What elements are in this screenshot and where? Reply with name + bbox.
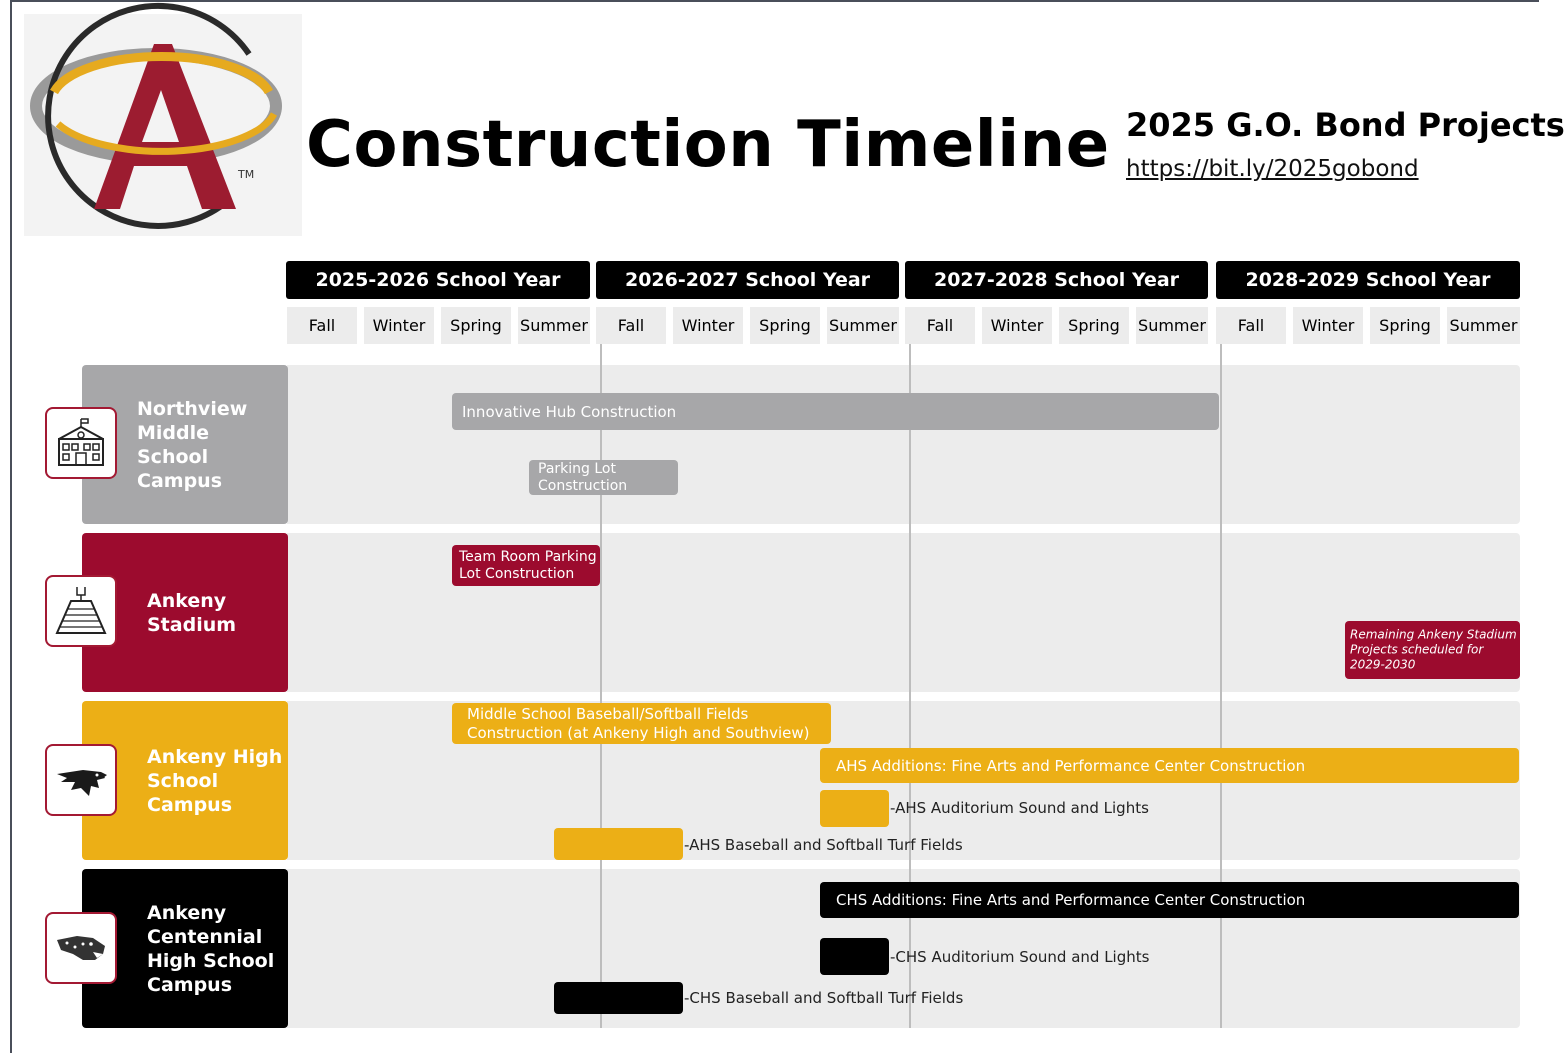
- project-bar-label: Innovative Hub Construction: [462, 402, 677, 421]
- season-header: Summer: [518, 307, 590, 344]
- row-label-line: Middle: [137, 421, 210, 444]
- stadium-icon: [45, 575, 117, 647]
- hawk-mascot-icon: [45, 744, 117, 816]
- row-label-northview: Northview Middle School Campus: [82, 365, 288, 524]
- project-bar: Remaining Ankeny Stadium Projects schedu…: [1345, 621, 1520, 679]
- bond-info-link[interactable]: https://bit.ly/2025gobond: [1126, 156, 1419, 182]
- year-divider: [600, 344, 602, 1028]
- season-header: Summer: [1136, 307, 1208, 344]
- project-bar: Parking Lot Construction: [529, 460, 678, 495]
- project-bar: [820, 790, 889, 827]
- project-bar-label: Parking Lot Construction: [538, 460, 628, 494]
- project-bar-label: CHS Additions: Fine Arts and Performance…: [836, 891, 1306, 909]
- row-label-line: Stadium: [147, 613, 237, 636]
- district-logo: TM: [24, 2, 302, 236]
- project-bar: AHS Additions: Fine Arts and Performance…: [820, 748, 1519, 783]
- row-label-line: High School: [147, 949, 275, 972]
- season-header: Fall: [1216, 307, 1286, 344]
- project-bar-label: AHS Auditorium Sound and Lights: [890, 799, 1149, 817]
- row-label-line: Campus: [147, 793, 232, 816]
- season-header: Winter: [1293, 307, 1363, 344]
- season-header: Spring: [1370, 307, 1440, 344]
- school-year-header: 2028-2029 School Year: [1216, 261, 1520, 299]
- project-bar-label: Middle School Baseball/Softball Fields C…: [467, 704, 810, 742]
- ankeny-a-logo-icon: TM: [30, 2, 282, 229]
- row-label-line: School: [137, 445, 209, 468]
- season-header: Winter: [364, 307, 434, 344]
- project-bar-label: Remaining Ankeny Stadium Projects schedu…: [1350, 627, 1517, 672]
- school-year-header: 2027-2028 School Year: [905, 261, 1208, 299]
- project-bar-label: CHS Baseball and Softball Turf Fields: [684, 989, 963, 1007]
- row-track-northview: [287, 365, 1520, 524]
- project-bar: [554, 982, 683, 1014]
- season-header: Spring: [750, 307, 820, 344]
- svg-text:TM: TM: [237, 168, 254, 181]
- school-building-icon: [45, 407, 117, 479]
- school-year-header: 2025-2026 School Year: [286, 261, 590, 299]
- year-divider: [909, 344, 911, 1028]
- season-header: Fall: [596, 307, 666, 344]
- school-year-header: 2026-2027 School Year: [596, 261, 899, 299]
- project-bar: Team Room Parking Lot Construction: [452, 545, 600, 586]
- project-bar: Innovative Hub Construction: [452, 393, 1219, 430]
- season-header: Fall: [287, 307, 357, 344]
- row-label-line: Northview: [137, 397, 248, 420]
- row-label-line: Campus: [147, 973, 232, 996]
- row-label-line: Centennial: [147, 925, 263, 948]
- season-header: Spring: [1059, 307, 1129, 344]
- row-label-line: School: [147, 769, 219, 792]
- project-bar-label: AHS Additions: Fine Arts and Performance…: [836, 756, 1306, 775]
- season-header: Winter: [982, 307, 1052, 344]
- project-bar-label: CHS Auditorium Sound and Lights: [890, 948, 1149, 966]
- project-bar: Middle School Baseball/Softball Fields C…: [452, 703, 831, 744]
- season-header: Spring: [441, 307, 511, 344]
- season-header: Summer: [827, 307, 899, 344]
- season-header: Summer: [1447, 307, 1520, 344]
- year-divider: [1220, 344, 1222, 1028]
- row-label-line: Ankeny: [147, 589, 227, 612]
- project-bar: [554, 828, 683, 860]
- project-bar: CHS Additions: Fine Arts and Performance…: [820, 882, 1519, 918]
- season-header: Fall: [905, 307, 975, 344]
- row-label-line: Ankeny High: [147, 745, 283, 768]
- project-bar-label: Team Room Parking Lot Construction: [459, 548, 597, 582]
- jaguar-mascot-icon: [45, 912, 117, 984]
- season-header: Winter: [673, 307, 743, 344]
- bond-projects-heading: 2025 G.O. Bond Projects: [1126, 106, 1565, 144]
- row-label-line: Ankeny: [147, 901, 227, 924]
- project-bar: [820, 938, 889, 975]
- page-frame: [10, 0, 1539, 1053]
- page-title: Construction Timeline: [306, 108, 1110, 182]
- project-bar-label: AHS Baseball and Softball Turf Fields: [684, 836, 963, 854]
- row-label-line: Campus: [137, 469, 222, 492]
